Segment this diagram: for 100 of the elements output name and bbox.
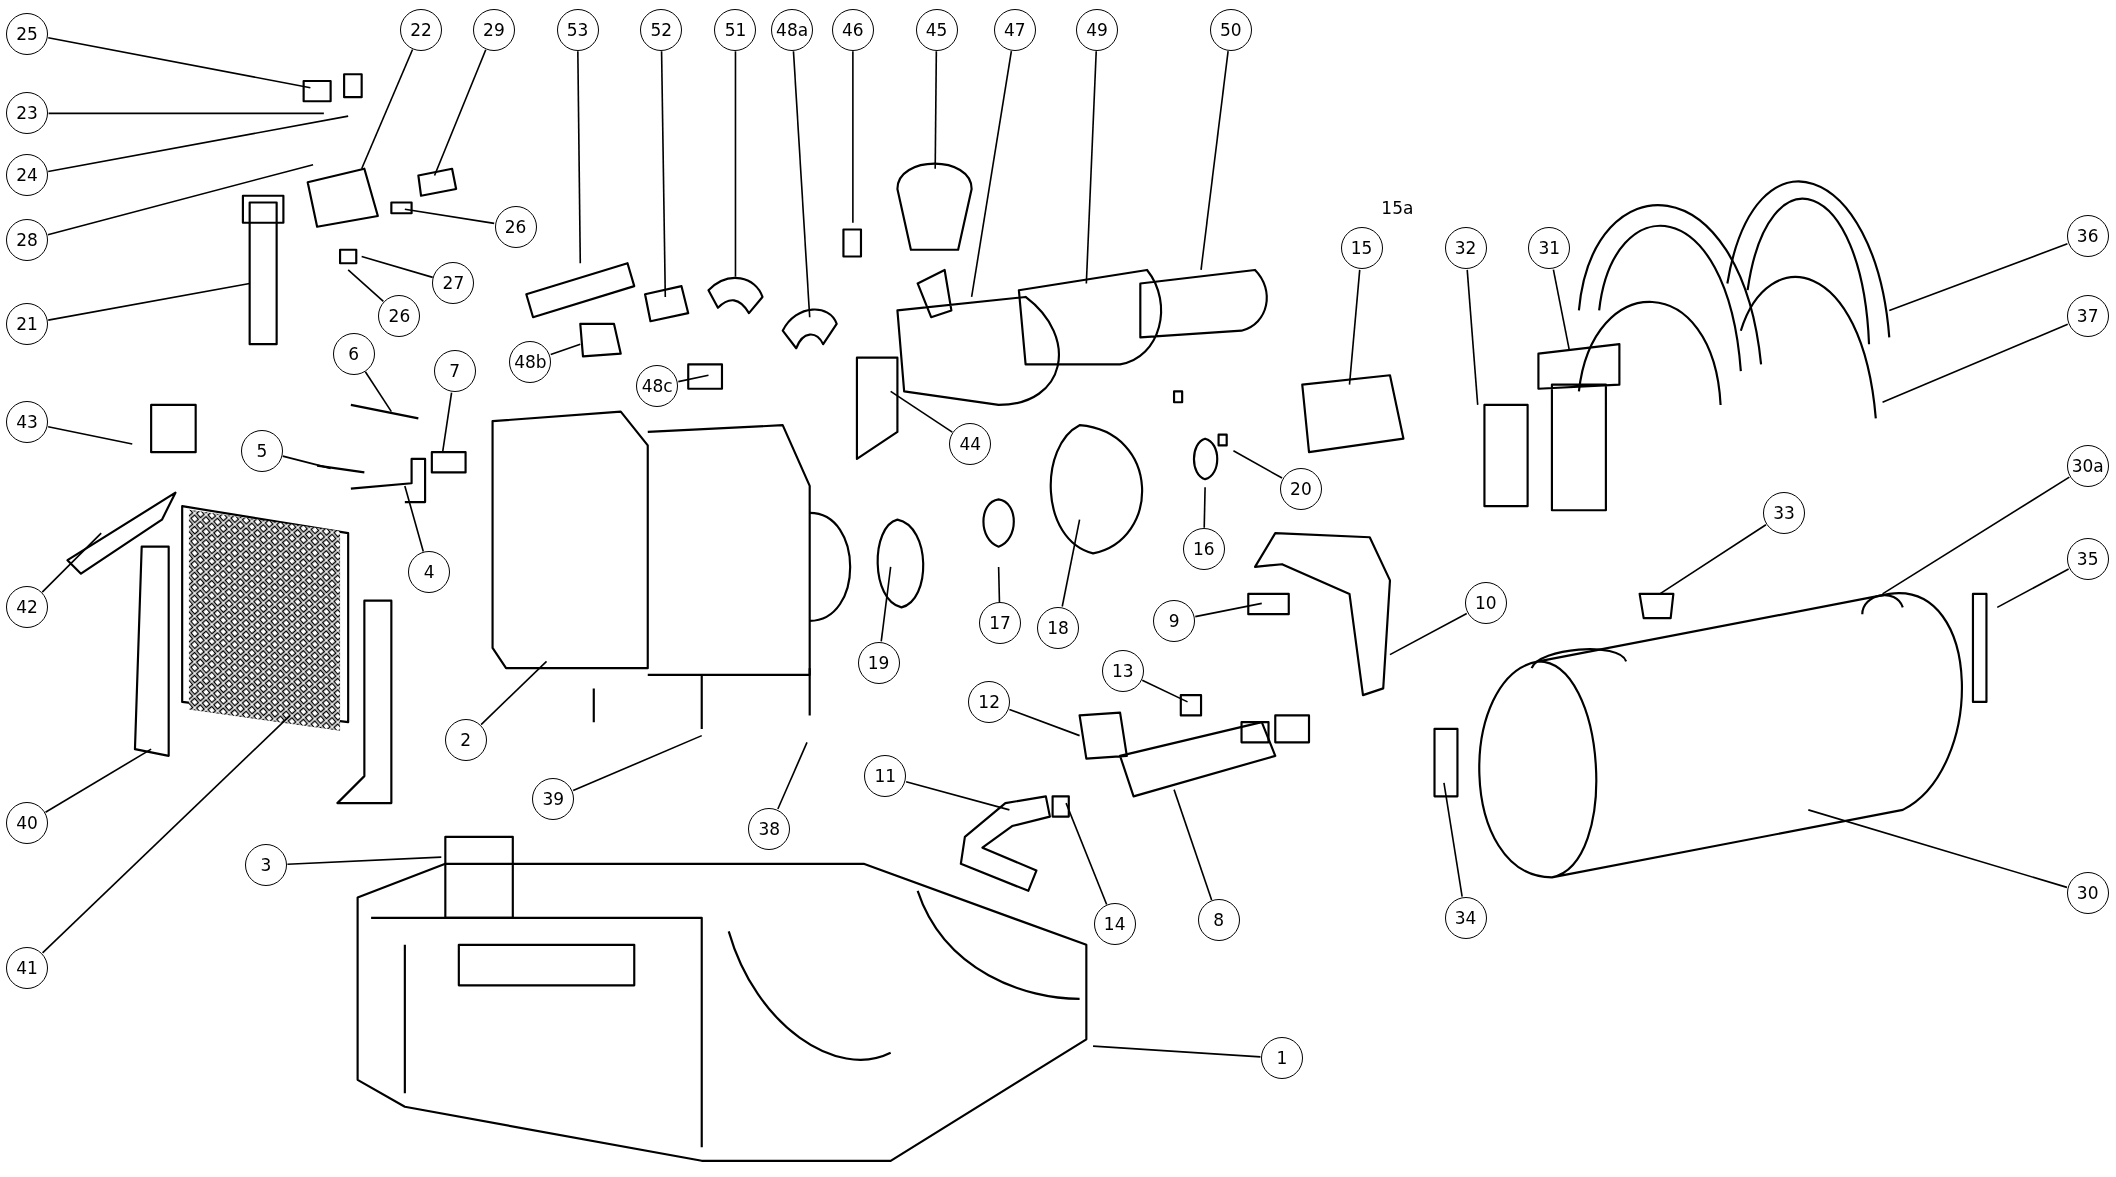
leader-line	[1881, 476, 2071, 595]
leader-line	[360, 255, 434, 279]
callout-number: 23	[6, 92, 48, 135]
callout-number: 3	[244, 844, 287, 886]
callout-number: 48c	[636, 364, 679, 407]
leader-line	[1203, 486, 1206, 529]
leader-line	[1200, 50, 1229, 271]
leader-line	[1061, 518, 1081, 608]
leader-line	[1443, 782, 1463, 898]
callout-number: 53	[556, 8, 599, 51]
callout-number: 8	[1197, 899, 1240, 942]
leader-line	[1085, 50, 1098, 285]
leader-line	[1173, 788, 1213, 901]
leader-line	[47, 37, 312, 89]
callout-number: 16	[1182, 528, 1225, 571]
leader-line	[1232, 450, 1283, 479]
leader-line	[997, 566, 1001, 603]
callout-number: 47	[993, 8, 1036, 51]
callout-number: 22	[400, 8, 443, 51]
leader-line	[1065, 802, 1108, 906]
leader-line	[1807, 809, 2068, 889]
leader-line	[1092, 1045, 1262, 1058]
callout-number: 49	[1076, 8, 1119, 51]
callout-number: 4	[408, 551, 451, 594]
callout-number: 30a	[2066, 444, 2109, 487]
callout-number: 5	[240, 429, 283, 472]
leader-line	[1996, 568, 2070, 609]
leader-line	[792, 50, 811, 318]
callout-number: 36	[2066, 215, 2109, 258]
leader-line	[734, 50, 737, 278]
leader-line	[577, 50, 582, 264]
leader-line	[41, 714, 291, 954]
callout-number: 45	[915, 8, 958, 51]
leader-line	[281, 455, 332, 470]
callout-number: 37	[2066, 294, 2109, 337]
leader-line	[660, 50, 667, 298]
callout-number: 15a	[1381, 198, 1414, 219]
callout-number: 51	[714, 8, 757, 51]
callout-number: 43	[6, 401, 48, 444]
leader-line	[47, 426, 134, 445]
leader-line	[47, 112, 325, 115]
callout-number: 19	[857, 641, 900, 684]
leader-line	[41, 532, 102, 593]
callout-number: 28	[6, 219, 48, 262]
callout-number: 15	[1340, 227, 1383, 270]
leader-line	[1888, 242, 2069, 312]
leader-line	[347, 269, 385, 303]
callout-number: 26	[494, 205, 537, 248]
callout-number: 44	[949, 422, 992, 465]
leader-line	[1008, 708, 1081, 737]
callout-number: 27	[432, 262, 475, 305]
callout-number: 38	[748, 807, 791, 850]
leader-line	[364, 370, 393, 413]
leader-line	[1141, 679, 1189, 703]
callout-number: 14	[1093, 903, 1136, 946]
leader-line	[1552, 268, 1571, 352]
callout-number: 10	[1464, 582, 1507, 625]
leader-line	[880, 566, 892, 643]
callout-number: 12	[968, 680, 1011, 723]
leader-line	[572, 734, 703, 792]
callout-number: 1	[1261, 1037, 1303, 1079]
leader-line	[1194, 602, 1263, 618]
leader-line	[1881, 323, 2069, 404]
callout-number: 24	[6, 154, 48, 197]
leader-line	[1659, 523, 1767, 595]
leader-line	[777, 741, 808, 810]
callout-number: 50	[1209, 8, 1252, 51]
callout-number: 20	[1279, 467, 1322, 510]
callout-number: 52	[640, 8, 683, 51]
leader-line	[1348, 269, 1361, 386]
leader-line	[852, 50, 854, 224]
leader-line	[47, 282, 251, 321]
leader-line	[480, 660, 548, 726]
callout-number: 39	[532, 777, 575, 820]
callout-number: 13	[1101, 649, 1144, 692]
callout-number: 6	[332, 332, 375, 375]
callout-number: 35	[2066, 537, 2109, 580]
callout-number: 25	[6, 12, 48, 55]
leader-line	[1389, 612, 1468, 656]
leader-line	[889, 390, 954, 433]
callout-number: 31	[1528, 227, 1571, 270]
leader-line	[47, 163, 314, 236]
leader-line	[286, 856, 443, 865]
callout-number: 29	[472, 8, 515, 51]
leader-line	[404, 485, 425, 553]
callout-number: 2	[444, 718, 487, 761]
callout-number: 48b	[509, 340, 552, 383]
callout-number: 17	[978, 602, 1021, 645]
callout-number: 46	[831, 8, 874, 51]
callout-number: 30	[2066, 872, 2109, 915]
leader-line	[433, 48, 487, 177]
leader-line	[441, 391, 453, 453]
leader-line	[1466, 269, 1479, 406]
callout-number: 42	[6, 586, 48, 629]
leader-line	[360, 48, 414, 170]
leader-line	[549, 343, 582, 356]
callout-number: 26	[378, 294, 421, 337]
callout-number: 21	[6, 302, 48, 345]
leader-line	[44, 748, 152, 814]
callout-number: 33	[1763, 491, 1805, 534]
